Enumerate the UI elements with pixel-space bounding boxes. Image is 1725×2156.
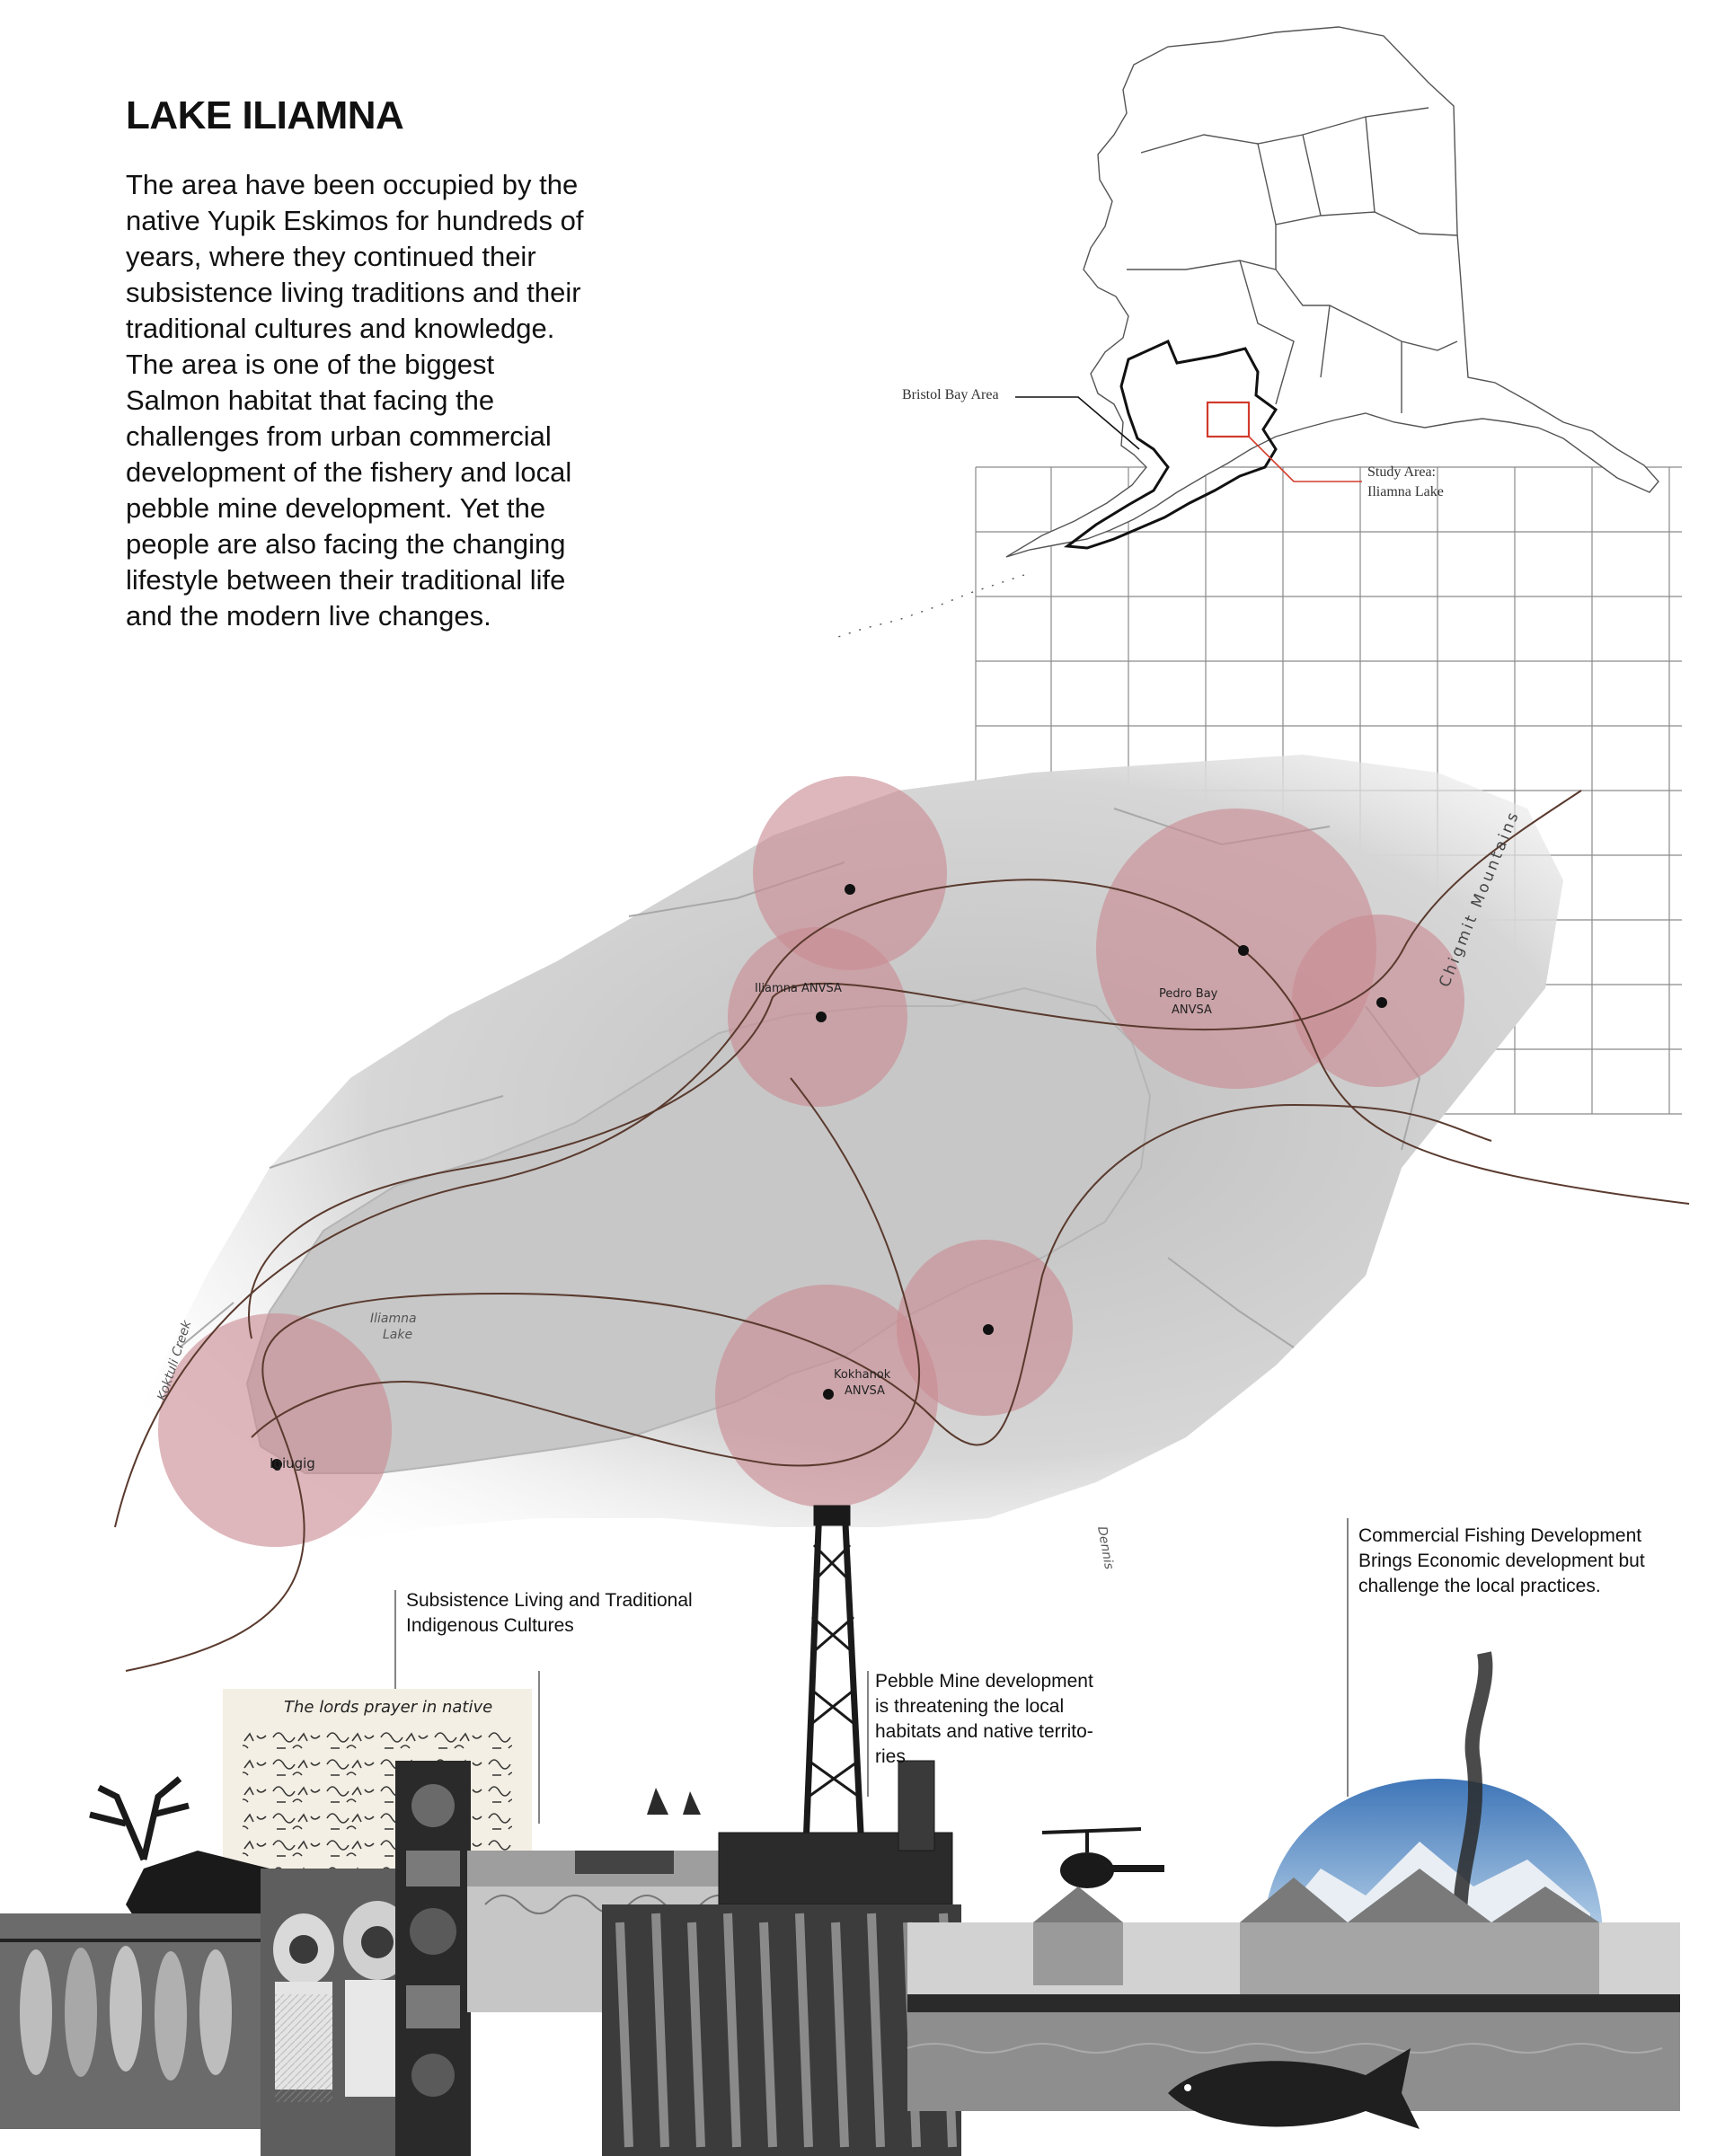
label-pedro-bay-anvsa: ANVSA — [1172, 1003, 1212, 1017]
hanging-fish-image — [0, 1913, 270, 2129]
place-dot-southeast — [983, 1324, 994, 1335]
label-kokhanok: Kokhanok — [834, 1368, 891, 1382]
alaska-outline — [1005, 26, 1659, 558]
place-markers — [271, 884, 1387, 1470]
circle-igiugig — [158, 1313, 392, 1547]
study-area-label-line2: Iliamna Lake — [1367, 484, 1444, 499]
place-dot-pedro-bay — [1238, 945, 1249, 956]
lake-label-line2: Lake — [383, 1328, 412, 1342]
bristol-bay-leader — [1015, 396, 1140, 450]
note-subsistence-line2: Indigenous Cultures — [406, 1615, 574, 1636]
note-fishing-line1: Commercial Fishing Development — [1358, 1525, 1642, 1546]
study-area-leader — [1248, 436, 1362, 482]
note-pebble-mine: Pebble Mine development is threatening t… — [875, 1669, 1093, 1770]
note-subsistence-line1: Subsistence Living and Traditional — [406, 1590, 693, 1611]
note-pebble-line4: ries — [875, 1746, 906, 1767]
label-pedro-bay: Pedro Bay — [1159, 987, 1218, 1001]
connection-curves — [114, 790, 1690, 1672]
study-area-label-line1: Study Area: — [1367, 464, 1436, 480]
place-dot-north — [845, 884, 855, 895]
manuscript-heading: The lords prayer in native — [284, 1698, 492, 1717]
page-title: LAKE ILIAMNA — [126, 93, 404, 137]
note-fishing-line3: challenge the local practices. — [1358, 1576, 1601, 1596]
lake-label-line1: Iliamna — [370, 1312, 417, 1326]
note-pebble-line2: is threatening the local — [875, 1696, 1065, 1717]
label-kokhanok-anvsa: ANVSA — [845, 1384, 885, 1398]
river-label: Dennis — [1094, 1525, 1116, 1570]
note-pebble-line1: Pebble Mine development — [875, 1671, 1093, 1692]
circle-north — [753, 776, 947, 970]
place-dot-igiugig — [271, 1459, 282, 1470]
place-dot-kokhanok — [823, 1389, 834, 1400]
note-subsistence: Subsistence Living and Traditional Indig… — [406, 1588, 693, 1639]
note-commercial-fishing: Commercial Fishing Development Brings Ec… — [1358, 1524, 1645, 1599]
annotation-leaders — [394, 1518, 1349, 1851]
study-area-box — [1206, 401, 1251, 438]
salmon-image — [1168, 2048, 1420, 2129]
place-dot-east — [1376, 997, 1387, 1008]
note-pebble-line3: habitats and native territo- — [875, 1721, 1093, 1742]
drill-rig-image — [718, 1505, 953, 1905]
helicopter-image — [1041, 1827, 1164, 1888]
intro-paragraph: The area have been occupied by the nativ… — [126, 169, 584, 632]
label-iliamna-anvsa: Iliamna ANVSA — [755, 982, 842, 995]
place-dot-iliamna — [816, 1012, 827, 1022]
label-igiugig: Igiugig — [270, 1455, 315, 1471]
bristol-bay-outline — [1063, 339, 1278, 550]
iliamna-lake — [245, 986, 1152, 1474]
totem-pole-image — [395, 1761, 471, 2156]
alaska-inset-map — [835, 26, 1659, 639]
note-fishing-line2: Brings Economic development but — [1358, 1551, 1645, 1571]
bristol-bay-label: Bristol Bay Area — [902, 387, 999, 402]
